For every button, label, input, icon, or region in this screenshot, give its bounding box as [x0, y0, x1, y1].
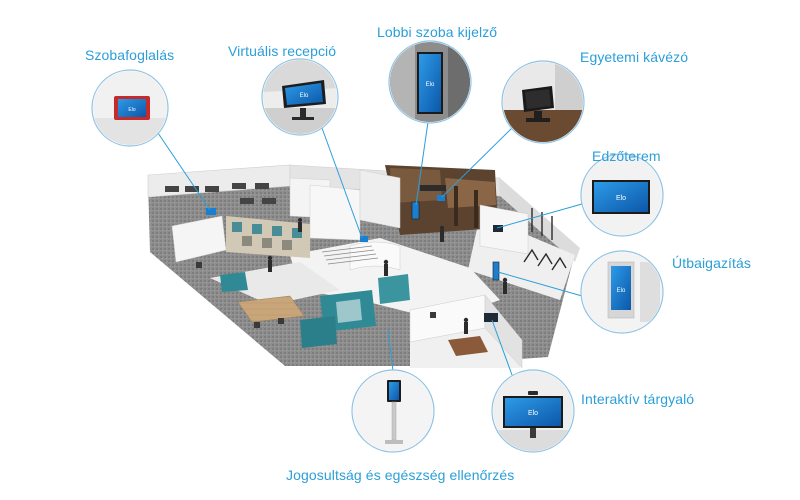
- callout-lobby-display: Elo: [388, 40, 472, 124]
- label-lobby-display: Lobbi szoba kijelző: [377, 24, 498, 40]
- callout-meeting-room: Elo: [491, 369, 575, 453]
- svg-text:Elo: Elo: [528, 410, 538, 417]
- callout-wayfinding: Elo: [580, 250, 664, 334]
- callout-virtual-reception: Elo: [261, 58, 339, 136]
- checker-wall: [226, 216, 310, 258]
- label-room-booking: Szobafoglalás: [85, 47, 175, 63]
- room-booking-device-icon: Elo: [114, 96, 150, 120]
- callout-room-booking: Elo: [91, 69, 169, 147]
- svg-text:Elo: Elo: [426, 82, 435, 88]
- callout-gym: Elo: [580, 153, 664, 237]
- callout-health-check: [351, 369, 435, 453]
- callout-campus-cafe: [501, 60, 585, 144]
- teal-pods: [220, 272, 410, 348]
- cafe-pos-icon: [522, 86, 554, 122]
- svg-text:Elo: Elo: [128, 107, 135, 113]
- label-meeting-room: Interaktív tárgyaló: [581, 391, 695, 407]
- svg-text:Elo: Elo: [617, 288, 626, 294]
- wayfinding-totem-icon: Elo: [607, 261, 635, 319]
- gym-wall-display-icon: Elo: [592, 180, 650, 214]
- svg-text:Elo: Elo: [616, 195, 626, 202]
- lobby-display-icon: Elo: [417, 52, 443, 114]
- label-wayfinding: Útbaigazítás: [672, 255, 752, 271]
- label-gym: Edzőterem: [592, 148, 661, 164]
- health-check-kiosk-icon: [385, 380, 403, 444]
- connector-lines: [157, 121, 583, 376]
- office-floorplan: [147, 164, 580, 369]
- label-campus-cafe: Egyetemi kávézó: [580, 49, 689, 65]
- reception-kiosk-icon: Elo: [282, 80, 326, 120]
- meeting-room-display-icon: Elo: [503, 391, 563, 438]
- label-health-check: Jogosultság és egészség ellenőrzés: [286, 467, 515, 483]
- gym-area: [479, 204, 567, 271]
- label-virtual-reception: Virtuális recepció: [228, 43, 337, 59]
- svg-text:Elo: Elo: [300, 93, 309, 99]
